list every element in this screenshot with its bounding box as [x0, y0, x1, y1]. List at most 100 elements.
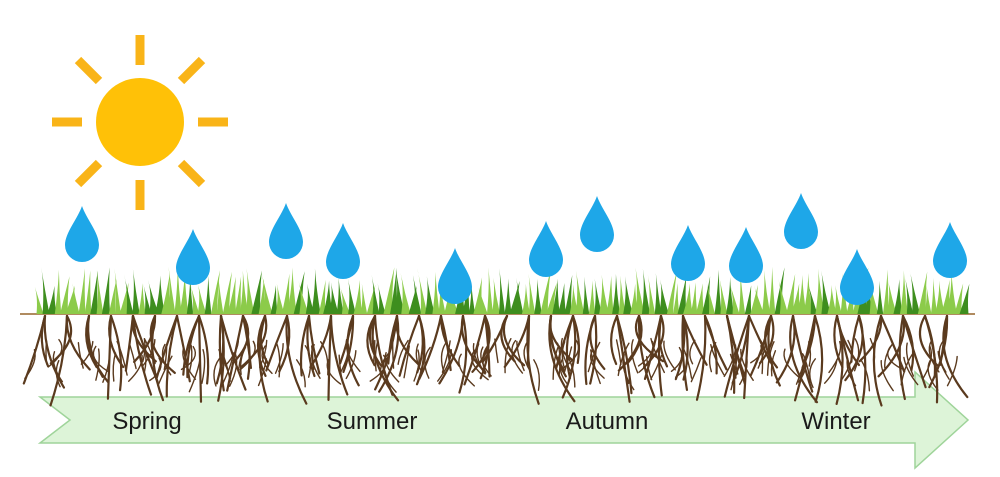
root-clump — [503, 314, 541, 405]
grass-blade — [101, 267, 111, 314]
root-clump — [366, 314, 400, 402]
raindrops — [65, 193, 967, 305]
root-clump — [555, 314, 581, 399]
raindrop-icon — [784, 193, 818, 249]
grass-blade — [846, 283, 854, 314]
grass-blade — [618, 275, 626, 314]
grass-blade — [383, 267, 395, 314]
root-clump — [858, 314, 906, 407]
grass-blade — [582, 276, 590, 314]
grass-blade — [473, 277, 483, 314]
grass-blade — [400, 272, 411, 314]
root-clump — [374, 314, 421, 393]
grass-blade — [588, 280, 596, 314]
grass-blade — [377, 283, 386, 314]
grass-blade — [623, 276, 633, 314]
grass-blade — [509, 280, 520, 314]
grass-blade — [635, 266, 645, 314]
grass-blade — [834, 285, 842, 314]
grass-blade — [168, 266, 176, 314]
grass-blade — [935, 280, 945, 314]
grass-blade — [557, 282, 567, 314]
grass-blade — [353, 280, 363, 314]
grass-blade — [516, 277, 524, 314]
grass-blade — [750, 284, 758, 314]
grass-blade — [234, 276, 242, 314]
grass-blade — [336, 277, 344, 314]
grass-blade — [245, 268, 255, 314]
grass-blade — [606, 275, 614, 314]
grass-blade — [287, 267, 297, 314]
root-clump — [47, 314, 91, 407]
grass-blade — [690, 282, 698, 314]
grass-blade — [666, 271, 677, 314]
grass-blade — [90, 270, 98, 314]
grass-blade — [900, 270, 908, 314]
root-clump — [877, 314, 927, 401]
grass-blade — [654, 273, 662, 314]
root-clump — [749, 314, 781, 387]
grass-blade — [281, 273, 291, 314]
raindrop-icon — [840, 249, 874, 305]
grass-blade — [468, 283, 476, 314]
season-label-summer: Summer — [326, 408, 418, 435]
grass-blade — [143, 283, 152, 314]
grass-blade — [791, 283, 801, 314]
root-clump — [155, 314, 197, 398]
grass-blade — [504, 278, 512, 314]
raindrop-icon — [65, 206, 99, 262]
grass-blade — [84, 270, 92, 314]
grass-blade — [132, 269, 140, 314]
grass-blade — [189, 282, 200, 314]
grass-blade — [761, 270, 771, 314]
grass-blade — [447, 280, 459, 314]
grass-blade — [60, 276, 70, 314]
grass-blade — [197, 283, 207, 314]
root-clump — [224, 314, 253, 392]
grass-blade — [323, 280, 333, 314]
grass-blade — [807, 280, 818, 314]
grass-blade — [54, 269, 62, 314]
root-clump — [823, 314, 861, 406]
grass-blade — [719, 276, 728, 314]
grass-blade — [594, 278, 602, 314]
grass-blade — [521, 283, 531, 314]
grass-blade — [564, 274, 573, 314]
grass-blade — [329, 282, 339, 314]
grass-blade — [630, 283, 638, 314]
season-label-autumn: Autumn — [565, 408, 649, 435]
grass-blade — [569, 283, 579, 314]
grass-blade — [803, 272, 813, 314]
grass-blade — [786, 273, 796, 314]
grass-blade — [552, 278, 560, 314]
raindrop-icon — [529, 221, 563, 277]
grass-blade — [815, 268, 825, 314]
roots-icon — [22, 314, 969, 407]
grass-blade — [204, 276, 212, 314]
grass-blade — [275, 283, 285, 314]
grass-blade — [147, 279, 159, 314]
grass-blade — [96, 270, 104, 314]
grass-blade — [540, 269, 551, 314]
grass-blade — [714, 269, 722, 314]
raindrop-icon — [933, 222, 967, 278]
grass-blade — [534, 278, 542, 314]
grass-blade — [360, 283, 368, 314]
grass-blade — [408, 285, 417, 314]
grass-blade — [270, 285, 278, 314]
grass-blade — [261, 271, 273, 314]
grass-blade — [486, 267, 494, 314]
grass-blade — [72, 283, 80, 314]
grass-blade — [924, 285, 932, 314]
grass-blade — [305, 283, 315, 314]
root-clump — [723, 314, 772, 400]
grass-blade — [339, 285, 351, 314]
grass-blade — [777, 277, 789, 314]
root-clump — [299, 314, 321, 379]
root-clump — [180, 314, 210, 403]
grass-blade — [114, 268, 122, 314]
raindrop-icon — [176, 229, 210, 285]
grass-blade — [138, 283, 146, 314]
grass-blade — [867, 273, 879, 314]
grass-blade — [882, 269, 890, 314]
